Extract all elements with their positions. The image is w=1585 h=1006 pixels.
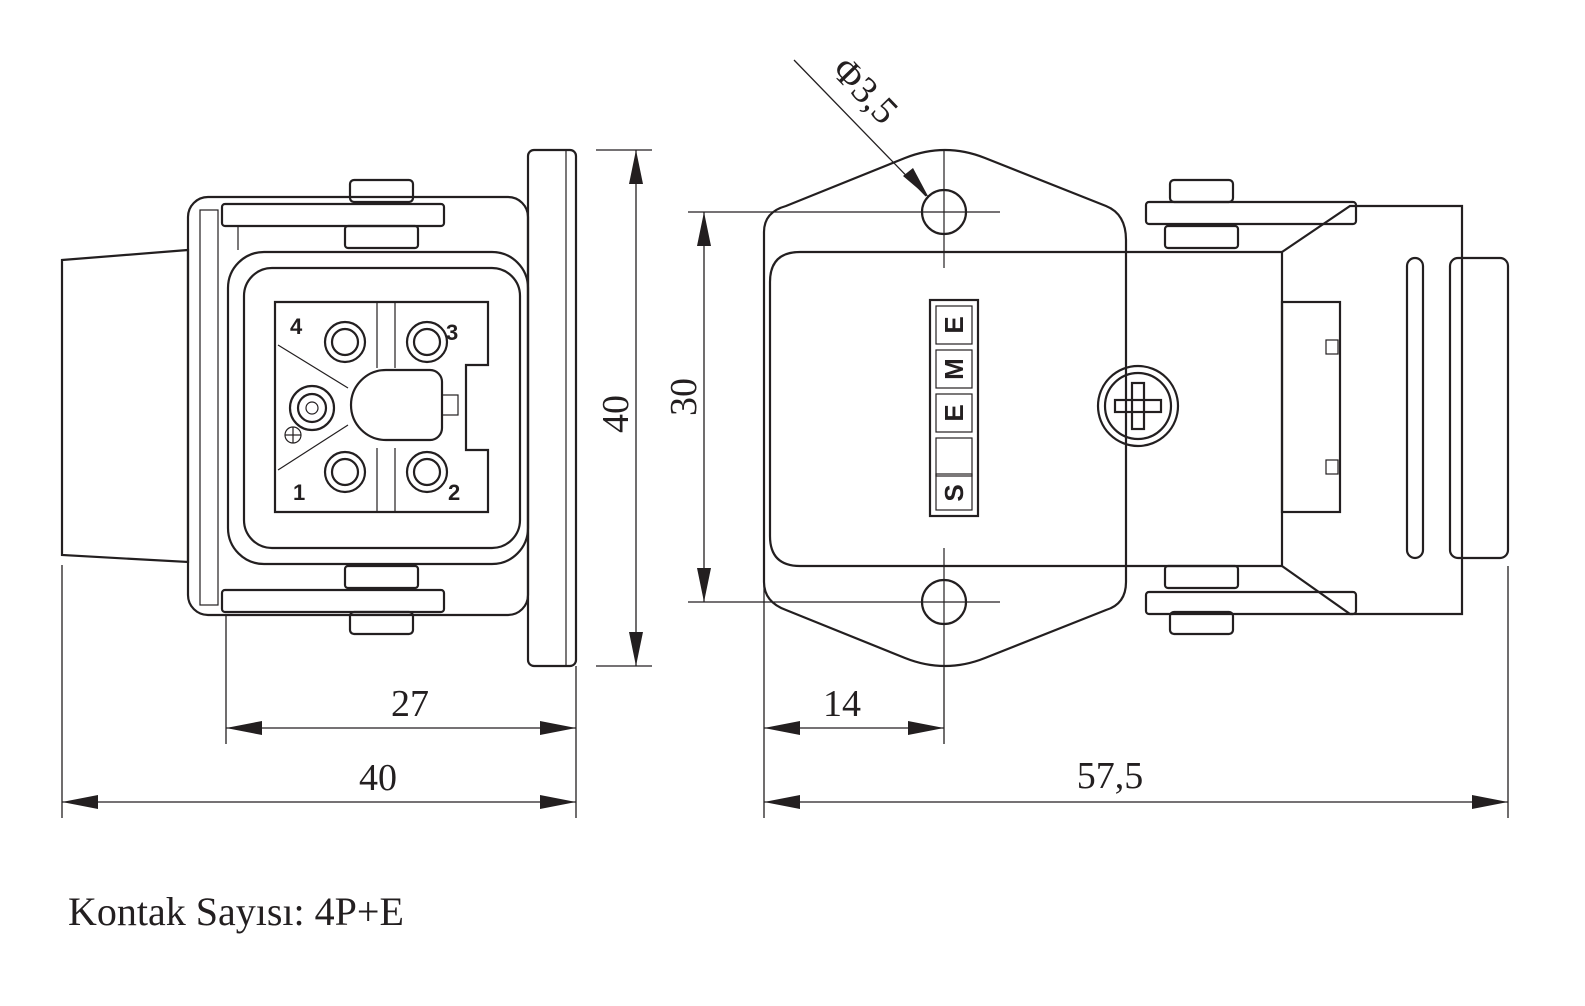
pin-3	[405, 320, 449, 364]
dim-width-27: 27	[391, 683, 429, 725]
pin-label-4: 4	[290, 314, 303, 339]
dim-hole-diameter: Φ3,5	[824, 49, 907, 132]
front-view-dimensions: 40 27 40	[61, 149, 652, 818]
dim-length-57-5: 57,5	[1077, 755, 1144, 797]
mounting-hole-bottom	[880, 548, 1000, 668]
pin-2	[405, 450, 449, 494]
mounting-hole-top	[880, 150, 1000, 268]
dim-offset-14: 14	[823, 683, 861, 725]
side-view: E M E S	[762, 148, 1510, 668]
contact-count-caption: Kontak Sayısı: 4P+E	[68, 889, 404, 934]
pin-label-3: 3	[446, 320, 458, 345]
dim-hole-spacing-30: 30	[663, 378, 705, 416]
pin-1	[323, 450, 367, 494]
pin-label-2: 2	[448, 480, 460, 505]
logo-letter-4: S	[939, 484, 969, 501]
pin-label-1: 1	[293, 480, 305, 505]
dim-height-40: 40	[595, 395, 637, 433]
logo-letter-3: E	[939, 404, 969, 421]
dim-width-40: 40	[359, 757, 397, 799]
pin-4	[323, 320, 367, 364]
screw-icon	[1096, 364, 1180, 448]
logo-letter-1: E	[939, 316, 969, 333]
brand-logo: E M E S	[928, 298, 980, 518]
logo-letter-2: M	[939, 358, 969, 380]
earth-pin	[284, 384, 336, 444]
front-view: 4 3 1 2	[60, 148, 578, 668]
side-view-dimensions: Φ3,5 30 14 57,5	[663, 49, 1509, 818]
